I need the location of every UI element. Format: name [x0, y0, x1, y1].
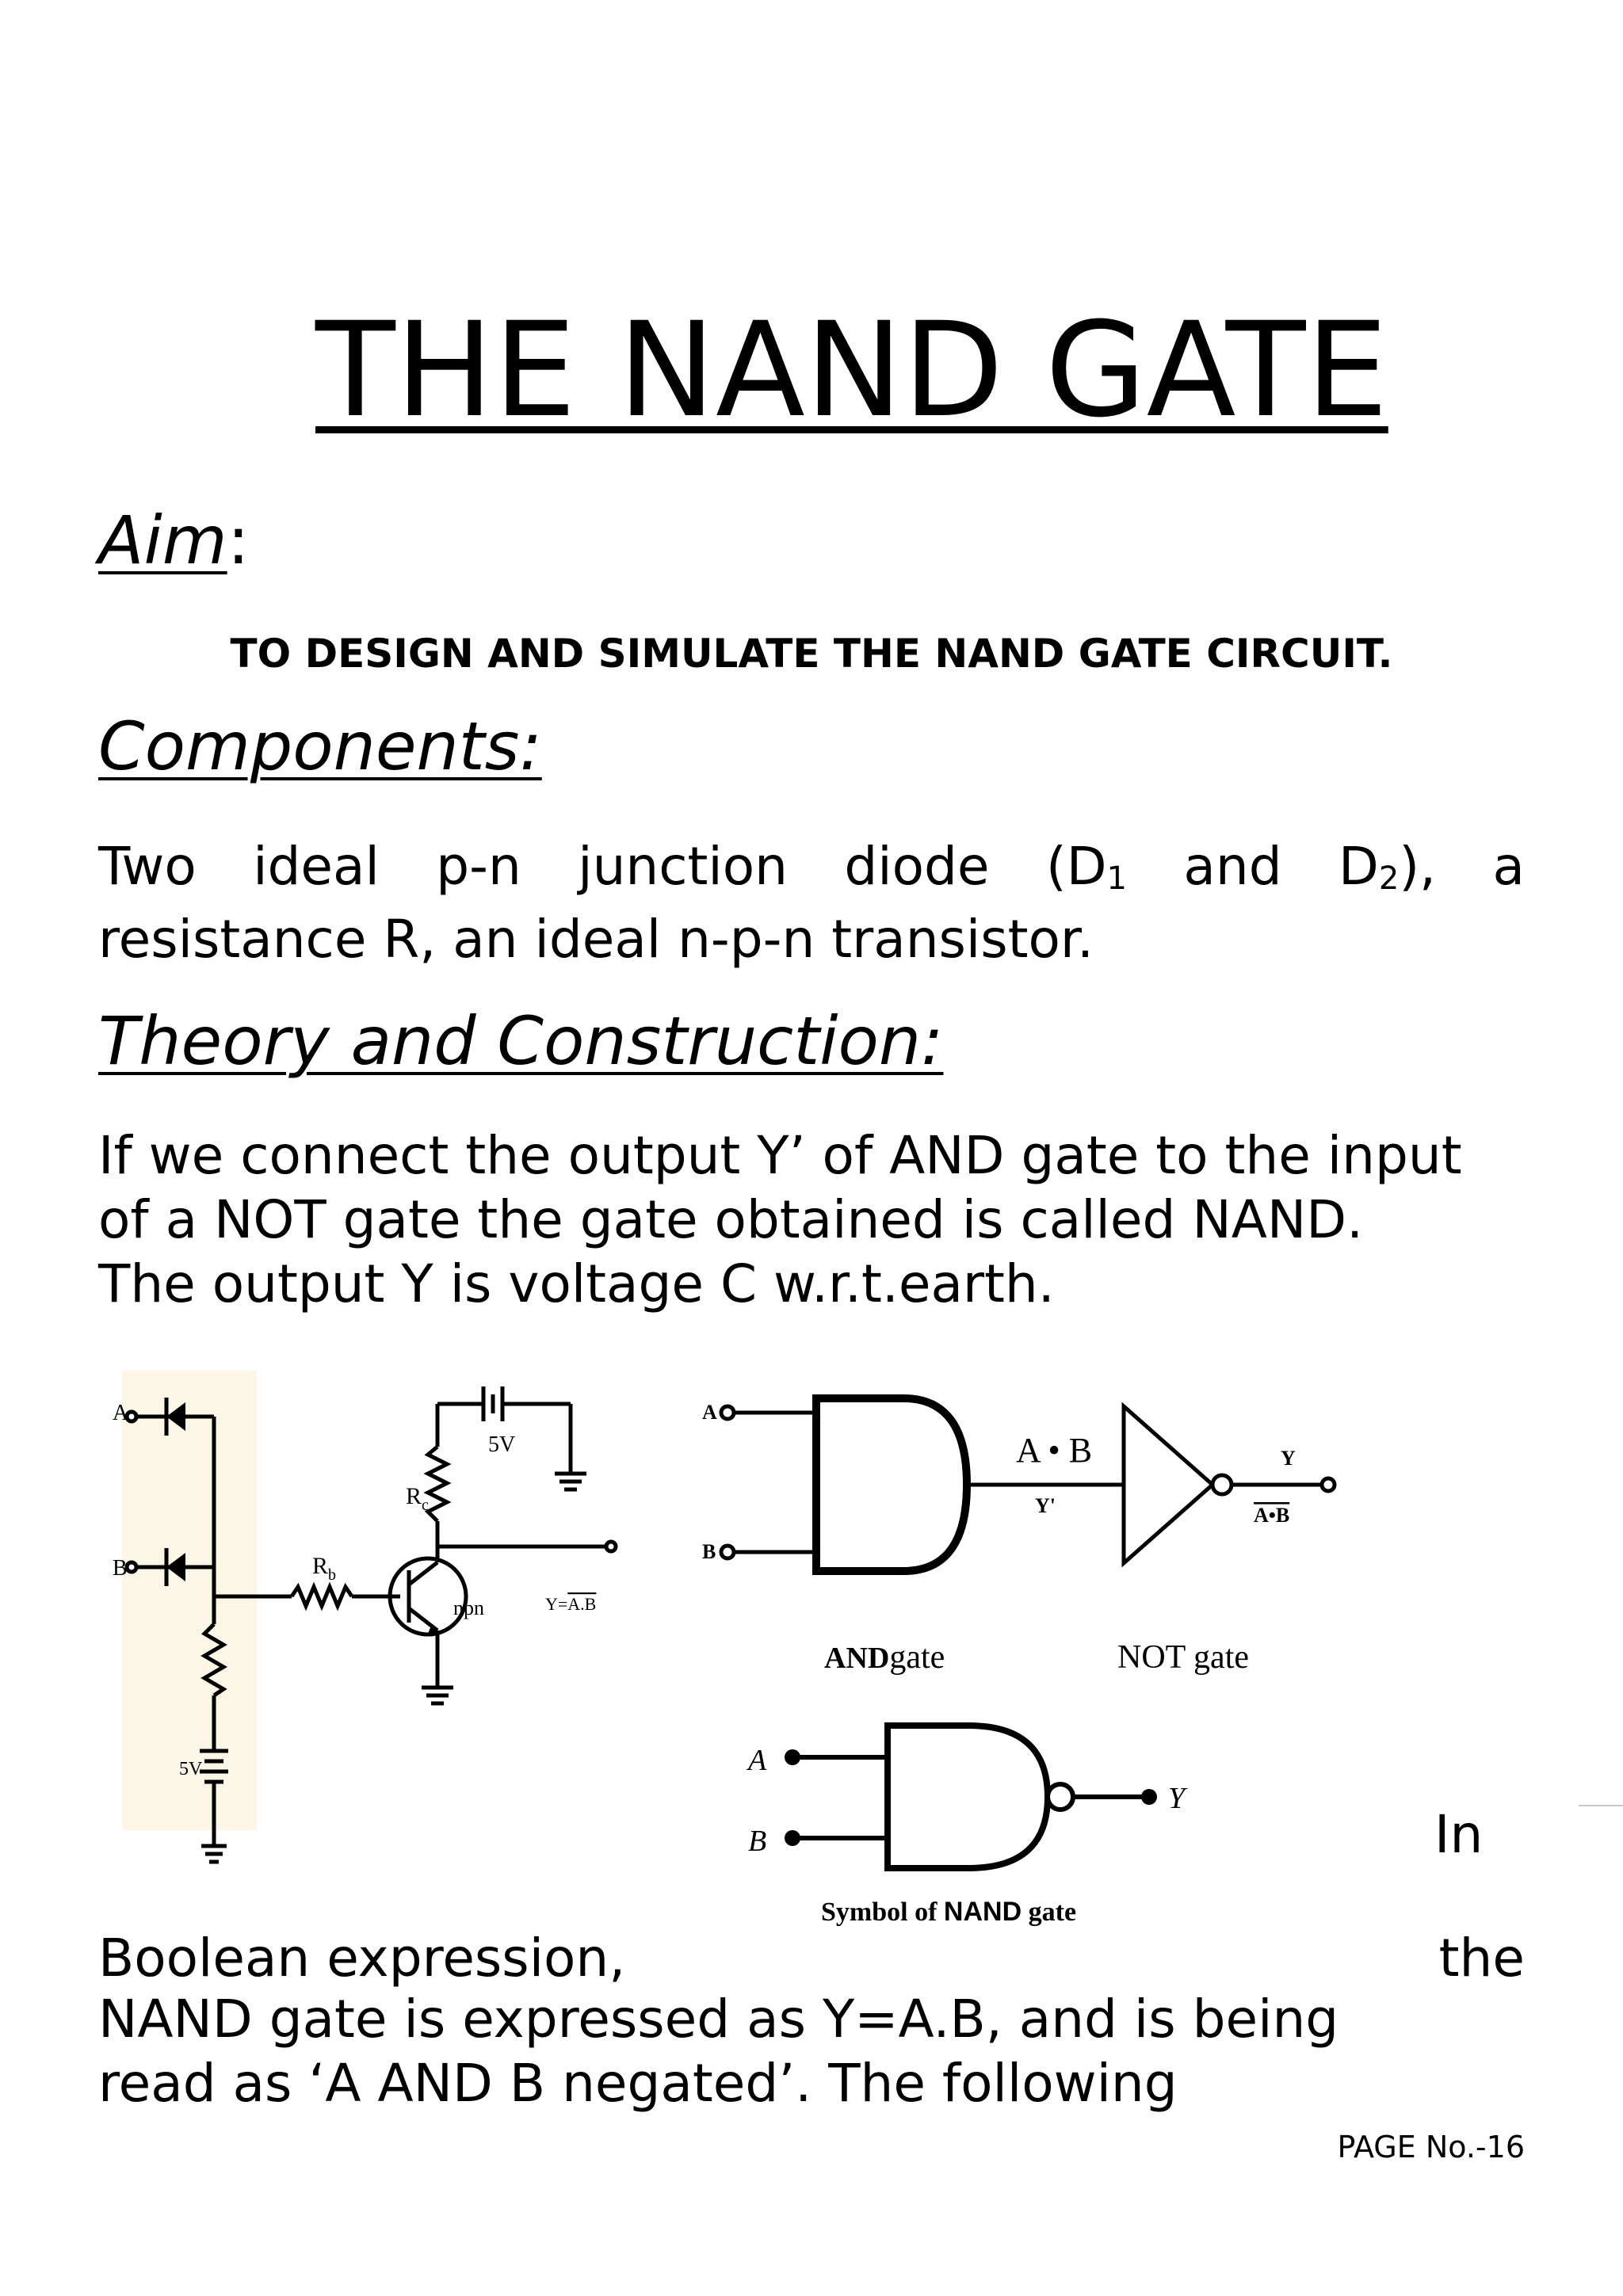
boolean-line1-right: the	[1438, 1928, 1525, 1989]
theory-line: If we connect the output Y’ of AND gate …	[98, 1125, 1462, 1186]
nand-symbol-diagram: A B Y Symbol of NAND gate	[746, 1722, 1188, 1927]
input-a-label: A	[113, 1401, 129, 1425]
and-input-a-label: A	[702, 1401, 717, 1424]
battery-top-label: 5V	[488, 1432, 515, 1457]
word: ideal	[253, 836, 380, 897]
components-text-line2: resistance R, an ideal n-p-n transistor.	[98, 909, 1094, 970]
aim-heading: Aim:	[98, 507, 250, 574]
aim-heading-colon: :	[227, 502, 250, 579]
nand-input-b-label: B	[748, 1825, 766, 1858]
components-heading-label: Components:	[98, 707, 542, 785]
boolean-in-word: In	[1434, 1804, 1484, 1865]
word: a	[1492, 836, 1525, 897]
nand-output-label: Y	[1168, 1782, 1188, 1815]
and-gate-caption: ANDgate	[824, 1639, 945, 1676]
rc-label: Rc	[406, 1483, 429, 1514]
components-heading: Components:	[98, 713, 542, 780]
nand-circuit-diagram: A B Rc Rb 5V 5V npn Y=A.B	[113, 1371, 618, 1864]
nand-input-a-label: A	[746, 1744, 767, 1777]
rb-label: Rb	[312, 1553, 336, 1584]
transistor-type-label: npn	[453, 1596, 484, 1619]
nand-output-y-label: Y	[1281, 1447, 1296, 1470]
output-label: Y=A.B	[545, 1594, 596, 1614]
boolean-line1: Boolean expression, the	[98, 1922, 1525, 1995]
theory-heading: Theory and Construction:	[98, 1008, 943, 1074]
nand-output-expr: A•B	[1254, 1504, 1289, 1527]
page-number: PAGE No.-16	[1337, 2130, 1526, 2164]
components-text-line1: Two ideal p-n junction diode (D1 and D2)…	[98, 830, 1525, 915]
y-prime-label: Y'	[1035, 1494, 1056, 1517]
boolean-line2: NAND gate is expressed as Y=A.B, and is …	[98, 1989, 1339, 2050]
and-input-b-label: B	[702, 1540, 716, 1563]
word: Two	[98, 836, 197, 897]
battery-bottom-label: 5V	[179, 1759, 203, 1779]
theory-line: of a NOT gate the gate obtained is calle…	[98, 1189, 1364, 1250]
word: p-n	[436, 836, 521, 897]
edge-divider	[1579, 1805, 1623, 1806]
aim-text: TO DESIGN AND SIMULATE THE NAND GATE CIR…	[230, 631, 1393, 677]
word-d1: (D1	[1045, 836, 1127, 897]
theory-heading-label: Theory and Construction:	[98, 1002, 944, 1080]
and-output-expr: A • B	[1016, 1431, 1092, 1470]
and-not-gate-diagram: A B A • B Y' Y A•B ANDgate NOT gate	[702, 1394, 1337, 1676]
boolean-line3: read as ‘A AND B negated’. The following	[98, 2053, 1178, 2114]
theory-text: If we connect the output Y’ of AND gate …	[98, 1123, 1462, 1316]
word: junction	[578, 836, 788, 897]
word: and	[1183, 836, 1282, 897]
word: diode	[844, 836, 990, 897]
not-gate-caption: NOT gate	[1117, 1639, 1249, 1676]
input-b-label: B	[113, 1556, 128, 1581]
theory-line: The output Y is voltage C w.r.t.earth.	[98, 1253, 1055, 1314]
page-title: THE NAND GATE	[315, 294, 1388, 446]
word-d2: D2),	[1338, 836, 1437, 897]
boolean-line1-left: Boolean expression,	[98, 1928, 626, 1989]
nand-symbol-caption: Symbol of NAND gate	[821, 1897, 1076, 1927]
aim-heading-label: Aim	[98, 502, 227, 579]
